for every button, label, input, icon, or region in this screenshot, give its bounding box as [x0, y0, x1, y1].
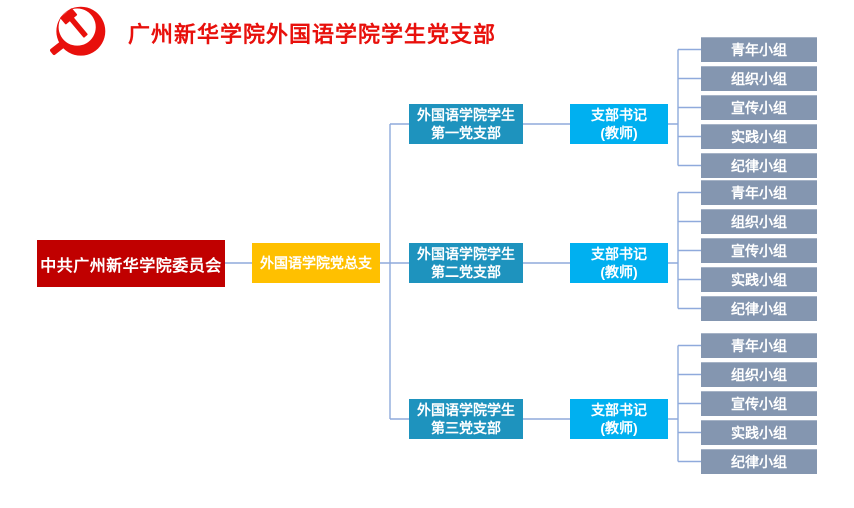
page-title: 广州新华学院外国语学院学生党支部 [128, 22, 497, 47]
node-label: 实践小组 [731, 128, 787, 145]
node-label: 青年小组 [731, 337, 787, 354]
node-label-line2: (教师) [600, 264, 638, 280]
node-group-3-discipline: 纪律小组 [701, 449, 817, 474]
node-group-1-youth: 青年小组 [701, 37, 817, 62]
node-label-line1: 支部书记 [591, 401, 647, 418]
node-label: 宣传小组 [731, 242, 787, 259]
node-secretary-1: 支部书记 (教师) [570, 104, 668, 144]
node-secretary-3: 支部书记 (教师) [570, 399, 668, 439]
node-label: 纪律小组 [731, 453, 787, 470]
node-label: 宣传小组 [731, 99, 787, 116]
node-group-3-youth: 青年小组 [701, 333, 817, 358]
node-group-1-publicity: 宣传小组 [701, 95, 817, 120]
node-label-line1: 支部书记 [591, 106, 647, 123]
node-branch-1: 外国语学院学生 第一党支部 [409, 104, 523, 144]
node-label: 组织小组 [731, 366, 787, 383]
node-label-line2: 第二党支部 [431, 264, 501, 280]
node-label-line1: 支部书记 [591, 245, 647, 262]
node-general-party-branch: 外国语学院党总支 [252, 243, 380, 283]
node-group-1-practice: 实践小组 [701, 124, 817, 149]
node-label-line1: 外国语学院学生 [417, 106, 515, 123]
node-label: 实践小组 [731, 271, 787, 288]
node-secretary-2: 支部书记 (教师) [570, 243, 668, 283]
node-branch-2: 外国语学院学生 第二党支部 [409, 243, 523, 283]
node-label: 组织小组 [731, 213, 787, 230]
header: 广州新华学院外国语学院学生党支部 [50, 4, 496, 62]
node-group-2-organize: 组织小组 [701, 209, 817, 234]
node-label-line2: (教师) [600, 125, 638, 141]
node-label: 宣传小组 [731, 395, 787, 412]
node-label: 实践小组 [731, 424, 787, 441]
node-label: 青年小组 [731, 41, 787, 58]
node-label-line1: 外国语学院学生 [417, 245, 515, 262]
node-label-line2: 第三党支部 [431, 420, 501, 436]
node-label: 纪律小组 [731, 157, 787, 174]
node-label: 纪律小组 [731, 300, 787, 317]
node-group-2-publicity: 宣传小组 [701, 238, 817, 263]
node-label: 青年小组 [731, 184, 787, 201]
party-emblem-icon [50, 4, 108, 62]
node-university-party-committee: 中共广州新华学院委员会 [37, 240, 225, 287]
node-group-3-organize: 组织小组 [701, 362, 817, 387]
node-label-line2: 第一党支部 [431, 125, 501, 141]
node-group-2-practice: 实践小组 [701, 267, 817, 292]
node-label-line2: (教师) [600, 420, 638, 436]
node-group-3-practice: 实践小组 [701, 420, 817, 445]
node-group-2-youth: 青年小组 [701, 180, 817, 205]
node-group-3-publicity: 宣传小组 [701, 391, 817, 416]
node-label: 中共广州新华学院委员会 [40, 257, 222, 275]
node-branch-3: 外国语学院学生 第三党支部 [409, 399, 523, 439]
node-group-1-organize: 组织小组 [701, 66, 817, 91]
node-group-1-discipline: 纪律小组 [701, 153, 817, 178]
node-label-line1: 外国语学院学生 [417, 401, 515, 418]
node-group-2-discipline: 纪律小组 [701, 296, 817, 321]
node-label: 组织小组 [731, 70, 787, 87]
node-label: 外国语学院党总支 [260, 255, 372, 271]
